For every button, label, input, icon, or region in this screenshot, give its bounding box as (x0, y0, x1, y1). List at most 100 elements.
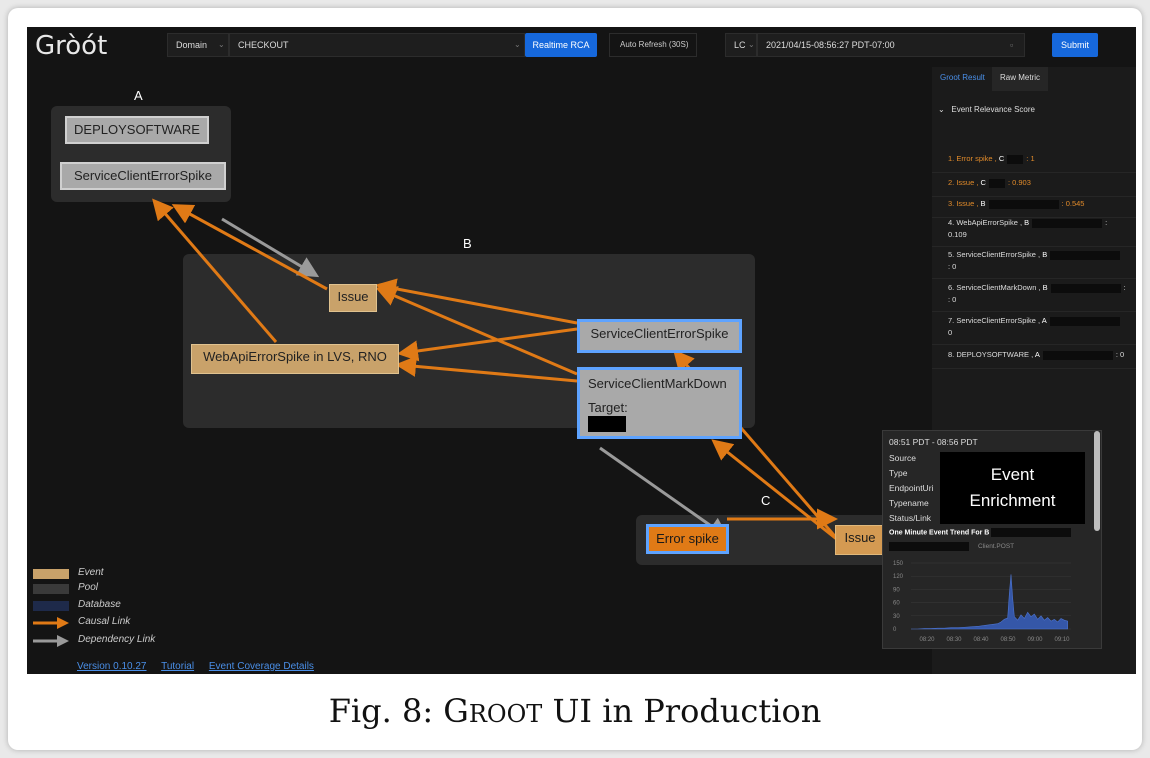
node-service-client-markdown[interactable]: ServiceClientMarkDown Target: (577, 367, 742, 439)
figure-caption: Fig. 8: GROOT UI in Production (328, 692, 822, 730)
chevron-down-icon: ⌄ (938, 105, 945, 114)
dependency-link (599, 446, 729, 539)
pool-redaction (1032, 218, 1103, 228)
legend-swatch-event (33, 569, 69, 579)
enrichment-key-endpoint: EndpointUri (889, 483, 934, 493)
chevron-down-icon: ⌄ (748, 40, 755, 49)
trend-redaction (991, 528, 1072, 537)
datetime-input[interactable]: 2021/04/15-08:56:27 PDT-07:00 ▫ (757, 33, 1025, 57)
lc-select[interactable]: LC ⌄ (725, 33, 757, 57)
causal-link (395, 355, 578, 383)
markdown-target-label: Target: (588, 400, 628, 415)
datetime-value: 2021/04/15-08:56:27 PDT-07:00 (766, 40, 895, 50)
score-row[interactable]: 1. Error spike , C: 1 (932, 153, 1136, 173)
domain-value-select[interactable]: CHECKOUT ⌄ (229, 33, 525, 57)
chevron-down-icon: ⌄ (218, 40, 225, 49)
lc-label: LC (734, 40, 746, 50)
calendar-icon: ▫ (1010, 40, 1014, 50)
trend-title: One Minute Event Trend For B (889, 528, 1072, 537)
y-tick-label: 60 (893, 601, 900, 607)
causal-link (375, 286, 578, 376)
groot-app: Gròót Domain ⌄ CHECKOUT ⌄ Realtime RCA A… (27, 27, 1136, 674)
target-redaction (588, 416, 626, 432)
score-row[interactable]: 3. Issue , B: 0.545 (932, 198, 1136, 218)
domain-value: CHECKOUT (238, 40, 289, 50)
realtime-rca-button[interactable]: Realtime RCA (525, 33, 597, 57)
node-service-client-error-spike-b[interactable]: ServiceClientErrorSpike (577, 319, 742, 353)
causal-link (711, 439, 840, 543)
popup-scrollbar[interactable] (1094, 431, 1100, 531)
x-tick-label: 09:10 (1054, 637, 1070, 643)
score-row[interactable]: 2. Issue , C: 0.903 (932, 177, 1136, 197)
pool-redaction (1050, 250, 1121, 260)
legend-swatch-pool (33, 584, 69, 594)
node-issue-c[interactable]: Issue (835, 525, 885, 555)
tutorial-link[interactable]: Tutorial (161, 661, 195, 672)
event-enrichment-overlay: Event Enrichment (940, 452, 1085, 524)
event-enrichment-popup: 08:51 PDT - 08:56 PDT Source Type Endpoi… (882, 430, 1102, 649)
dependency-arrow-icon (33, 635, 69, 647)
score-row[interactable]: 6. ServiceClientMarkDown , B:: 0 (932, 282, 1136, 312)
enrichment-time-range: 08:51 PDT - 08:56 PDT (889, 437, 978, 447)
causal-arrow-icon (33, 617, 69, 629)
y-tick-label: 90 (893, 587, 900, 593)
trend-subtitle: Client.POST (978, 543, 1015, 550)
enrichment-key-typename: Typename (889, 498, 929, 508)
y-tick-label: 0 (893, 627, 897, 633)
tab-groot-result[interactable]: Groot Result (940, 73, 985, 82)
pool-b-label: B (463, 236, 472, 251)
graph-links (152, 198, 841, 543)
x-tick-label: 08:50 (1000, 637, 1016, 643)
chevron-down-icon: ⌄ (514, 40, 521, 49)
y-tick-label: 30 (893, 614, 900, 620)
legend-item-pool: Pool (33, 582, 233, 596)
submit-button[interactable]: Submit (1052, 33, 1098, 57)
legend-item-dependency-link: Dependency Link (33, 634, 233, 648)
node-service-client-error-spike-a[interactable]: ServiceClientErrorSpike (60, 162, 226, 190)
node-deploysoftware[interactable]: DEPLOYSOFTWARE (65, 116, 209, 144)
causal-link (171, 204, 328, 291)
app-logo: Gròót (35, 31, 108, 61)
score-row[interactable]: 4. WebApiErrorSpike , B:0.109 (932, 217, 1136, 247)
legend-item-event: Event (33, 567, 233, 581)
dependency-link (221, 217, 320, 278)
rca-graph-canvas[interactable]: A B C (27, 67, 932, 674)
tab-raw-metric[interactable]: Raw Metric (992, 67, 1049, 91)
markdown-title: ServiceClientMarkDown (588, 376, 727, 391)
y-tick-label: 150 (893, 561, 904, 567)
footer-links: Version 0.10.27 Tutorial Event Coverage … (77, 661, 326, 672)
event-coverage-link[interactable]: Event Coverage Details (208, 661, 314, 672)
enrichment-key-source: Source (889, 453, 916, 463)
relevance-section-title: Event Relevance Score (951, 105, 1035, 114)
node-issue-b[interactable]: Issue (329, 284, 377, 312)
score-row[interactable]: 8. DEPLOYSOFTWARE , A: 0 (932, 349, 1136, 369)
x-tick-label: 09:00 (1027, 637, 1043, 643)
pool-a-label: A (134, 88, 143, 103)
result-tabs: Groot Result Raw Metric (932, 67, 1136, 91)
enrichment-key-status: Status/Link (889, 513, 932, 523)
node-error-spike-c[interactable]: Error spike (646, 524, 729, 554)
domain-label: Domain (176, 40, 208, 50)
x-tick-label: 08:40 (973, 637, 989, 643)
trend-area-series (911, 574, 1068, 630)
version-link[interactable]: Version 0.10.27 (77, 661, 147, 672)
pool-redaction (1050, 283, 1121, 293)
causal-link (397, 327, 578, 362)
pool-redaction (1042, 350, 1113, 360)
y-tick-label: 120 (893, 574, 904, 580)
pool-redaction (1007, 154, 1024, 164)
enrichment-key-type: Type (889, 468, 908, 478)
score-row[interactable]: 5. ServiceClientErrorSpike , B: 0 (932, 249, 1136, 279)
pool-redaction (1049, 316, 1120, 326)
pool-redaction (988, 178, 1005, 188)
relevance-section-header[interactable]: ⌄ Event Relevance Score (938, 105, 1035, 114)
legend-item-causal-link: Causal Link (33, 616, 233, 630)
pool-c-label: C (761, 493, 771, 508)
x-tick-label: 08:30 (946, 637, 962, 643)
node-webapi-error-spike[interactable]: WebApiErrorSpike in LVS, RNO (191, 344, 399, 374)
pool-redaction (988, 199, 1059, 209)
auto-refresh-toggle[interactable]: Auto Refresh (30S) (609, 33, 697, 57)
domain-select[interactable]: Domain ⌄ (167, 33, 229, 57)
